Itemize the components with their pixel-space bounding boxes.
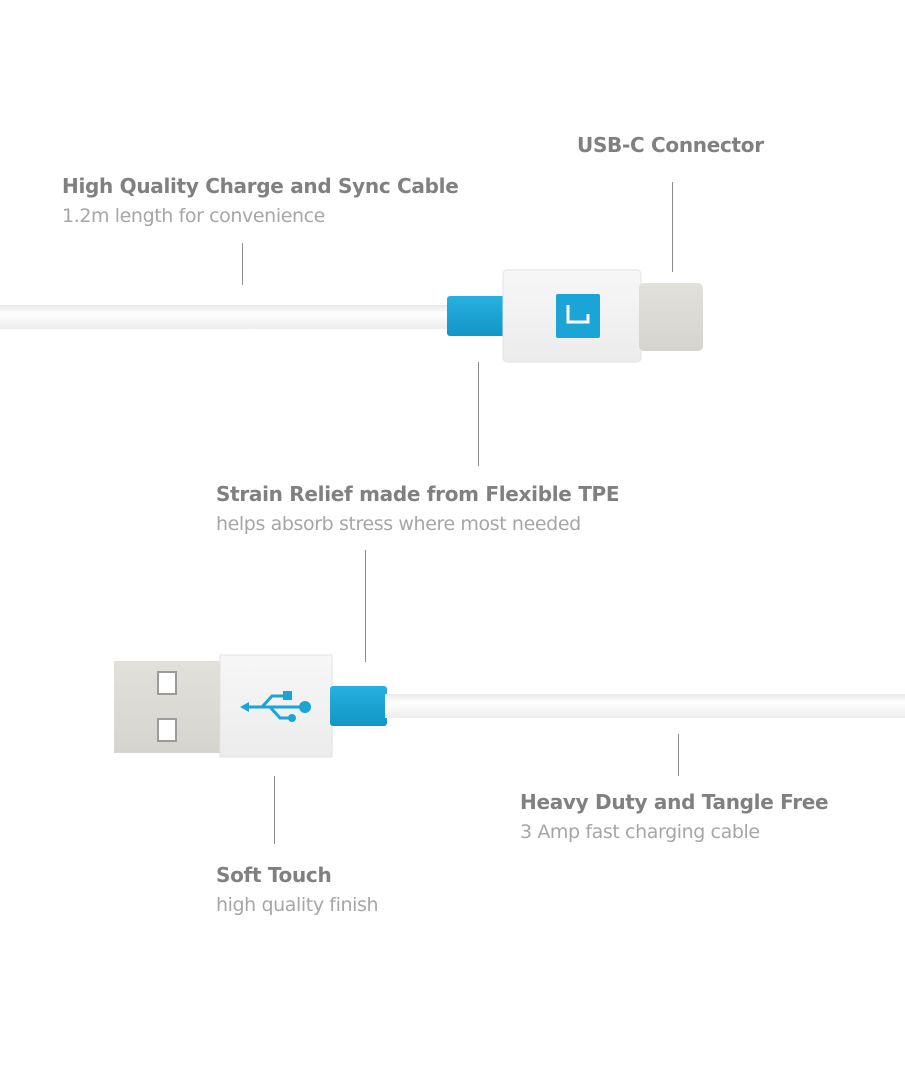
callout-soft-touch-subtitle: high quality finish [216,894,379,916]
callout-usb-c-title: USB-C Connector [577,133,764,157]
leader-line-soft-touch [274,776,275,844]
callout-cable: High Quality Charge and Sync Cable 1.2m … [62,174,459,228]
leader-line-usb-c [672,182,673,272]
usb-a-hole-lower [157,718,177,742]
callout-heavy-duty: Heavy Duty and Tangle Free 3 Amp fast ch… [520,790,829,844]
callout-soft-touch: Soft Touch high quality finish [216,863,379,917]
strain-relief-bottom [330,686,387,726]
strain-relief-top [447,296,505,336]
leader-line-cable [242,243,243,285]
callout-strain-relief-title: Strain Relief made from Flexible TPE [216,482,620,506]
usb-c-plug [639,283,703,351]
usb-a-hole-upper [157,671,177,695]
usb-symbol-icon [240,691,311,722]
brand-logo-icon [556,294,600,338]
usb-a-cable [114,654,905,758]
usb-a-housing [219,654,333,758]
leader-line-strain-relief-bottom [365,550,366,662]
callout-usb-c: USB-C Connector [577,133,764,157]
callout-cable-title: High Quality Charge and Sync Cable [62,174,459,198]
callout-soft-touch-title: Soft Touch [216,863,332,887]
usb-c-cable [0,269,703,363]
cable-top [0,305,450,329]
leader-line-heavy-duty [678,734,679,776]
callout-heavy-duty-title: Heavy Duty and Tangle Free [520,790,829,814]
callout-cable-subtitle: 1.2m length for convenience [62,205,325,227]
callout-heavy-duty-subtitle: 3 Amp fast charging cable [520,821,760,843]
callout-strain-relief-subtitle: helps absorb stress where most needed [216,513,581,535]
leader-line-strain-relief-top [478,362,479,466]
cable-bottom [385,694,905,718]
callout-strain-relief: Strain Relief made from Flexible TPE hel… [216,482,620,536]
